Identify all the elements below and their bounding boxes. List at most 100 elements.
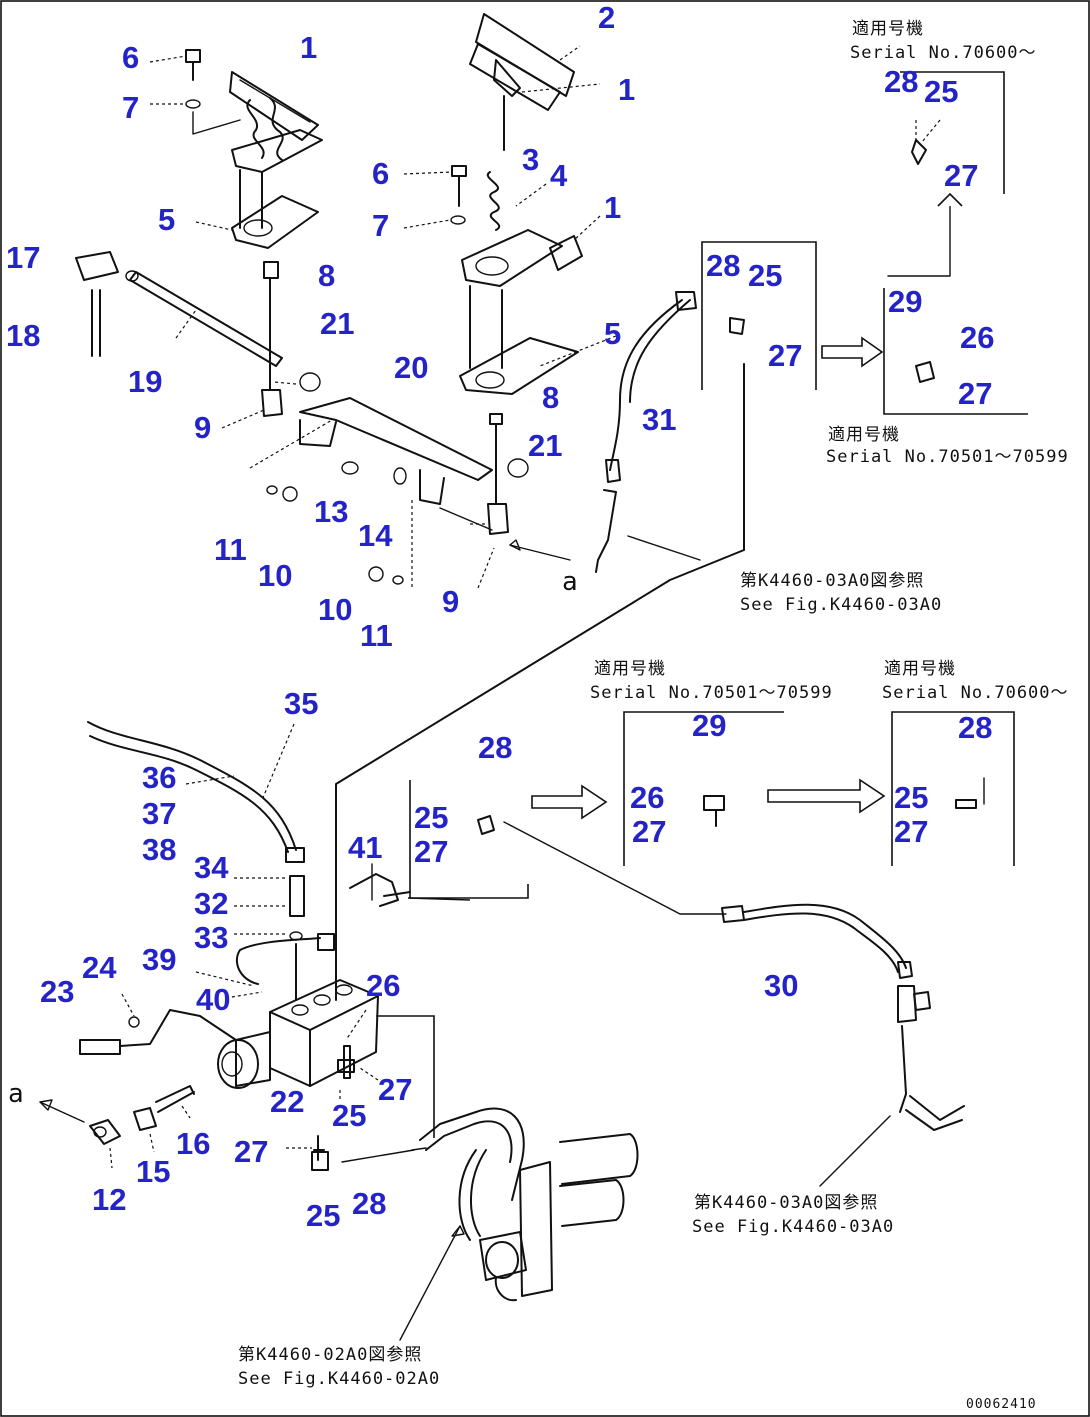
callout-16: 16 [176,1126,210,1161]
callout-25: 25 [332,1098,366,1133]
callout-1: 1 [604,190,621,225]
callout-41: 41 [348,830,382,865]
serial-low-left-jp: 適用号機 [594,659,666,679]
callout-27: 27 [632,814,666,849]
see-fig-c-jp: 第K4460-02A0図参照 [238,1345,422,1365]
serial-low-right: Serial No.70600～ [882,683,1069,703]
callout-18: 18 [6,318,40,353]
serial-box-lower-right [767,711,1015,866]
callout-3: 3 [522,142,539,177]
callout-31: 31 [642,402,676,437]
serial-box-top [887,71,1005,277]
callout-36: 36 [142,760,176,795]
rod-end-assembly [39,1085,195,1169]
callout-10: 10 [258,558,292,593]
serial-box-mid [821,288,1028,415]
callout-22: 22 [270,1084,304,1119]
callout-30: 30 [764,968,798,1003]
serial-mid-jp: 適用号機 [828,425,900,445]
callout-27: 27 [958,376,992,411]
bracket-box-lower [407,780,727,915]
callout-28: 28 [706,248,740,283]
callout-23: 23 [40,974,74,1009]
callout-37: 37 [142,796,176,831]
callout-7: 7 [122,90,139,125]
callout-8: 8 [318,258,335,293]
linkage-assembly [75,251,571,590]
callout-26: 26 [366,968,400,1003]
callout-5: 5 [158,202,175,237]
callout-9: 9 [194,410,211,445]
callout-28: 28 [352,1186,386,1221]
callout-40: 40 [196,982,230,1017]
right-pedal-assembly [403,13,617,395]
serial-box-lower-left [531,711,784,866]
serial-low-right-jp: 適用号機 [884,659,956,679]
drawing-number: 00062410 [966,1397,1037,1412]
callout-27: 27 [768,338,802,373]
callout-9: 9 [442,584,459,619]
see-fig-a-jp: 第K4460-03A0図参照 [740,571,924,591]
callout-25: 25 [306,1198,340,1233]
callout-25: 25 [748,258,782,293]
callout-19: 19 [128,364,162,399]
marker-a-upper: a [562,567,579,597]
callout-27: 27 [234,1134,268,1169]
callout-20: 20 [394,350,428,385]
callout-29: 29 [888,284,922,319]
callout-27: 27 [414,834,448,869]
callout-25: 25 [894,780,928,815]
callout-1: 1 [618,72,635,107]
callout-2: 2 [598,0,615,35]
callout-6: 6 [372,156,389,191]
brake-valve-assembly [399,1107,639,1341]
callout-21: 21 [528,428,562,463]
left-pedal-assembly [149,49,323,249]
see-fig-b-jp: 第K4460-03A0図参照 [694,1193,878,1213]
callout-33: 33 [194,920,228,955]
callout-29: 29 [692,708,726,743]
callout-26: 26 [630,780,664,815]
see-fig-c: See Fig.K4460-02A0 [238,1369,440,1389]
callout-11: 11 [214,532,247,567]
callout-11: 11 [360,618,393,653]
callout-25: 25 [924,74,958,109]
serial-top-jp: 適用号機 [852,19,924,39]
callout-7: 7 [372,208,389,243]
callout-10: 10 [318,592,352,627]
callout-15: 15 [136,1154,170,1189]
callout-28: 28 [884,64,918,99]
callout-24: 24 [82,950,117,985]
serial-low-left: Serial No.70501～70599 [590,683,833,703]
callout-39: 39 [142,942,176,977]
bracket-box-upper [701,241,817,390]
serial-mid: Serial No.70501～70599 [826,447,1069,467]
callout-1: 1 [300,30,317,65]
callout-27: 27 [944,158,978,193]
callout-27: 27 [894,814,928,849]
callout-8: 8 [542,380,559,415]
valve-body-assembly [79,863,435,1171]
callout-32: 32 [194,886,228,921]
callout-34: 34 [194,850,229,885]
callout-5: 5 [604,316,621,351]
callout-21: 21 [320,306,354,341]
serial-top: Serial No.70600～ [850,43,1037,63]
callout-12: 12 [92,1182,126,1217]
callout-28: 28 [958,710,992,745]
callout-layer: 1 2 1 6 7 5 3 4 1 6 7 5 17 18 19 8 21 20… [6,0,994,1233]
hose-31 [335,291,745,1001]
callout-13: 13 [314,494,348,529]
callout-27: 27 [378,1072,412,1107]
callout-17: 17 [6,240,40,275]
callout-26: 26 [960,320,994,355]
callout-38: 38 [142,832,176,867]
marker-a-lower: a [8,1079,25,1109]
callout-4: 4 [550,158,568,193]
callout-14: 14 [358,518,393,553]
callout-28: 28 [478,730,512,765]
hose-30 [721,903,965,1187]
see-fig-a: See Fig.K4460-03A0 [740,595,942,615]
